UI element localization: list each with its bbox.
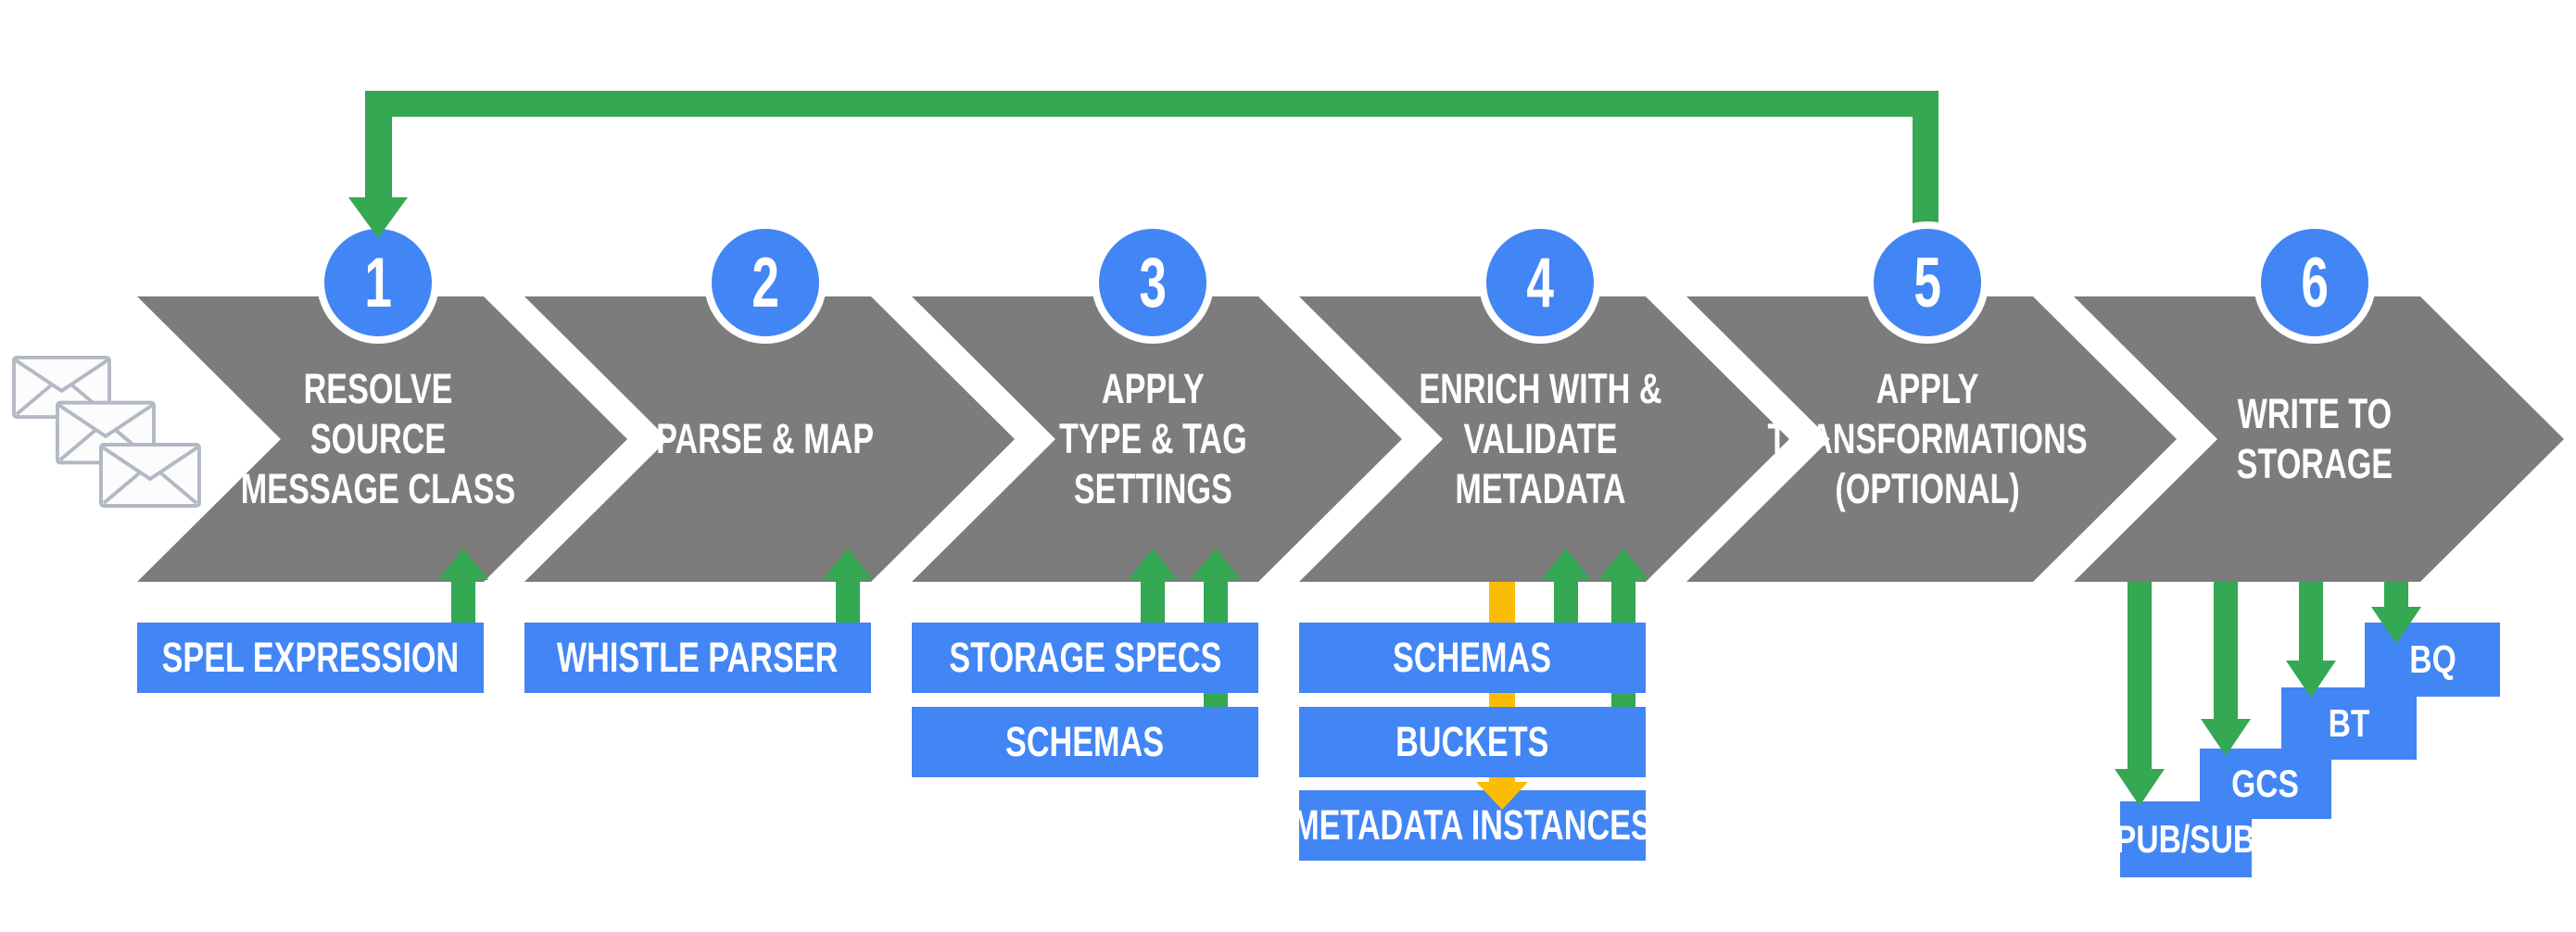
attachment-box-schemas-step3: SCHEMAS	[912, 707, 1258, 777]
step-number-badge-2: 2	[704, 221, 827, 344]
step-number-badge-4: 4	[1479, 221, 1601, 344]
step-number-badge-5: 5	[1866, 221, 1989, 344]
loop-arrowhead-icon	[348, 197, 408, 238]
attachment-box-spel-expression: SPEL EXPRESSION	[137, 623, 484, 693]
step-title-4: ENRICH WITH & VALIDATE METADATA	[1418, 365, 1662, 512]
step-title-3: APPLY TYPE & TAG SETTINGS	[1058, 365, 1247, 512]
attachment-box-whistle-parser: WHISTLE PARSER	[524, 623, 871, 693]
step-number-badge-3: 3	[1092, 221, 1214, 344]
attachment-box-buckets: BUCKETS	[1299, 707, 1646, 777]
loop-arrow-left-segment	[365, 117, 392, 197]
loop-arrow-top-segment	[365, 91, 1938, 117]
envelope-icon	[99, 443, 201, 508]
attachment-box-storage-specs: STORAGE SPECS	[912, 623, 1258, 693]
step-title-6: WRITE TO STORAGE	[2236, 390, 2393, 487]
step-number-badge-1: 1	[317, 221, 439, 344]
attachment-box-metadata-instances: METADATA INSTANCES	[1293, 790, 1652, 861]
storage-box-pubsub: PUB/SUB	[2115, 801, 2256, 877]
step-number-badge-6: 6	[2254, 221, 2376, 344]
storage-box-bt: BT	[2281, 687, 2417, 760]
step-title-5: APPLY TRANSFORMATIONS (OPTIONAL)	[1767, 365, 2088, 512]
step-title-1: RESOLVE SOURCE MESSAGE CLASS	[240, 365, 516, 512]
step-title-2: PARSE & MAP	[656, 415, 875, 462]
attachment-box-schemas-step4: SCHEMAS	[1299, 623, 1646, 693]
loop-arrow-right-segment	[1913, 117, 1938, 227]
